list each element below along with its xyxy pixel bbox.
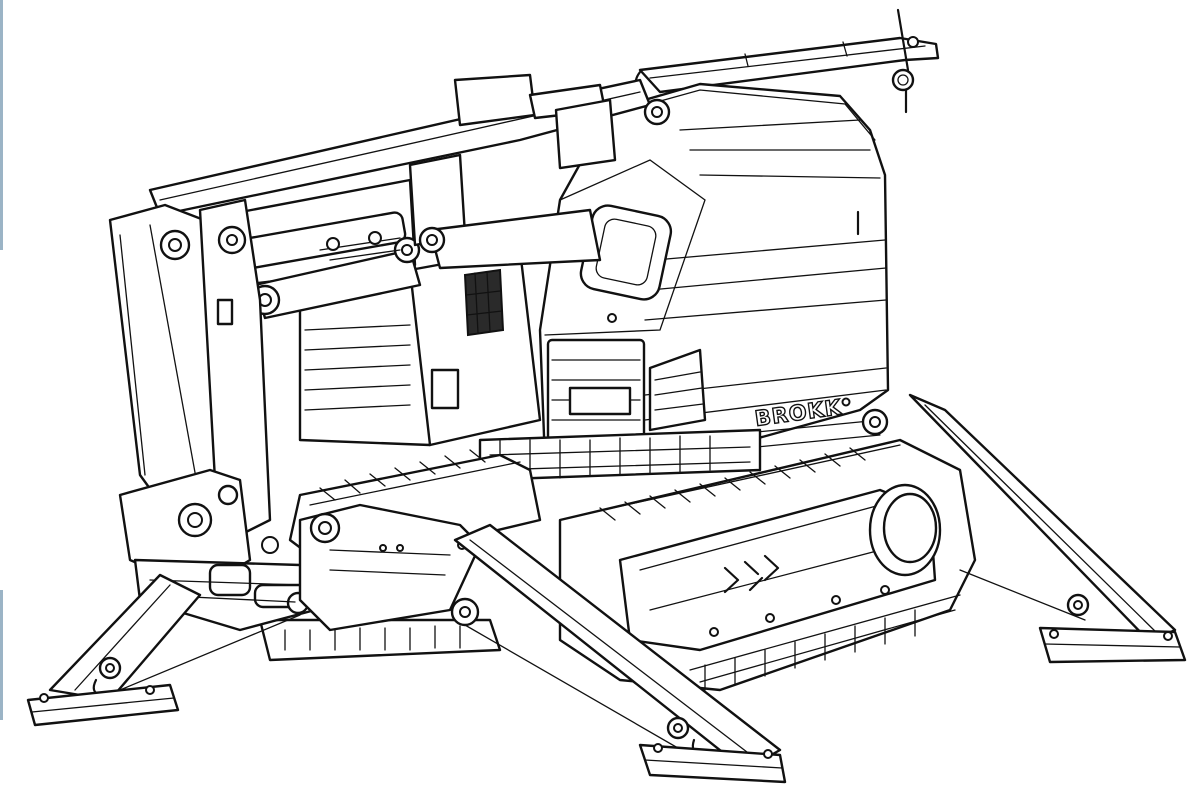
scan-edge-top bbox=[0, 0, 3, 250]
side-cooler bbox=[298, 248, 542, 447]
track-front bbox=[558, 438, 977, 692]
front-arm bbox=[108, 198, 317, 632]
frame-joint bbox=[298, 503, 482, 632]
outrigger-left bbox=[26, 573, 301, 727]
crane-arm bbox=[634, 8, 940, 114]
main-housing: BROKK bbox=[519, 82, 890, 471]
scan-edge-bottom bbox=[0, 590, 3, 720]
slewing-ring bbox=[478, 428, 762, 482]
outrigger-right bbox=[861, 393, 1187, 664]
outrigger-middle bbox=[450, 523, 787, 784]
